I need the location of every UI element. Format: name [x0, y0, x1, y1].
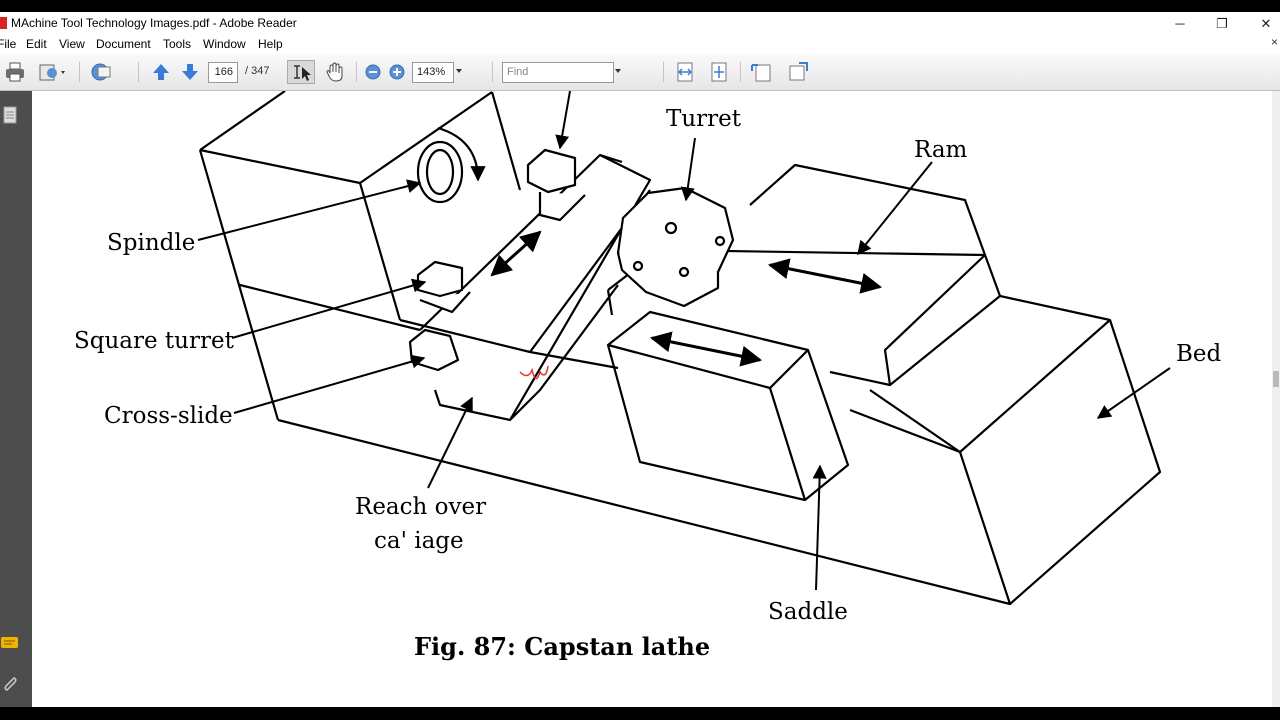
page-total: / 347 [245, 65, 270, 77]
next-page-icon[interactable] [180, 61, 200, 83]
bed-outline [277, 294, 1162, 606]
tool-post-lower [408, 328, 460, 372]
menu-file[interactable]: File [0, 37, 17, 51]
vertical-scrollbar[interactable] [1272, 91, 1280, 707]
menu-edit[interactable]: Edit [26, 37, 47, 51]
find-dropdown-icon[interactable] [614, 67, 622, 89]
menu-tools[interactable]: Tools [163, 37, 192, 51]
menu-bar: File Edit View Document Tools Window Hel… [0, 35, 1280, 54]
label-bed: Bed [1176, 341, 1222, 367]
scrollbar-thumb[interactable] [1273, 371, 1279, 387]
figure-caption: Fig. 87: Capstan lathe [414, 632, 710, 661]
toolbar: 166 / 347 143% Find [0, 54, 1280, 91]
label-square-turret: Square turret [74, 328, 235, 354]
save-icon[interactable] [37, 61, 67, 83]
status-strip [0, 707, 1280, 720]
full-screen-icon[interactable] [785, 61, 809, 83]
saddle-outline [606, 310, 850, 502]
carriage-outline [399, 91, 651, 370]
comments-panel-icon[interactable] [0, 634, 20, 652]
select-text-icon [294, 65, 311, 81]
fit-page-icon[interactable] [708, 61, 730, 83]
label-reach-over: Reach over [355, 494, 486, 520]
zoom-out-icon[interactable] [363, 61, 383, 83]
cross-slide-leader [233, 354, 426, 414]
print-icon[interactable] [4, 61, 26, 83]
saddle-leader [812, 464, 827, 591]
ram-motion-arrow [767, 258, 883, 294]
menu-view[interactable]: View [59, 37, 85, 51]
pdf-app-icon [0, 17, 7, 29]
headstock-outline [198, 91, 493, 421]
close-window-button[interactable]: ✕ [1260, 16, 1272, 31]
select-text-tool[interactable] [287, 60, 315, 84]
label-spindle: Spindle [107, 230, 195, 256]
navigation-pane [0, 91, 32, 707]
capstan-lathe-figure: Turret Ram Spindle Square turret Cross-s… [74, 91, 1222, 661]
window-title: MAchine Tool Technology Images.pdf - Ado… [11, 16, 297, 30]
tool-post-upper [416, 260, 471, 314]
pages-panel-icon[interactable] [2, 105, 18, 125]
square-turret-post [526, 148, 586, 222]
label-carriage: ca' iage [374, 528, 464, 554]
menu-document[interactable]: Document [96, 37, 151, 51]
cross-slide-motion-arrow [490, 230, 542, 277]
turret-leader [680, 137, 696, 202]
zoom-in-icon[interactable] [387, 61, 407, 83]
label-saddle: Saddle [768, 599, 848, 625]
menu-help[interactable]: Help [258, 37, 283, 51]
minimize-button[interactable]: ─ [1175, 16, 1185, 31]
title-bar: MAchine Tool Technology Images.pdf - Ado… [0, 12, 1280, 35]
red-ink-annotation [519, 365, 549, 380]
hand-tool-icon[interactable] [324, 61, 346, 83]
close-document-icon[interactable]: × [1270, 35, 1278, 49]
fit-width-icon[interactable] [674, 61, 696, 83]
share-icon[interactable] [88, 61, 114, 83]
square-turret-leader [231, 278, 427, 339]
bed-leader [1096, 367, 1171, 419]
zoom-level-input[interactable]: 143% [412, 62, 454, 83]
restore-button[interactable]: ❐ [1216, 16, 1228, 31]
attachments-panel-icon[interactable] [0, 674, 20, 694]
label-turret: Turret [666, 106, 742, 132]
saddle-motion-arrow [649, 331, 763, 367]
read-mode-icon[interactable] [750, 61, 774, 83]
label-ram: Ram [914, 137, 968, 163]
zoom-dropdown-icon[interactable] [455, 67, 463, 89]
ram-leader [857, 161, 933, 256]
ram-outline [606, 163, 1002, 453]
page-number-input[interactable]: 166 [208, 62, 238, 83]
reach-over-leader [427, 396, 473, 489]
menu-window[interactable]: Window [203, 37, 246, 51]
previous-page-icon[interactable] [151, 61, 171, 83]
label-cross-slide: Cross-slide [104, 403, 233, 429]
document-page: Turret Ram Spindle Square turret Cross-s… [32, 91, 1272, 707]
find-input[interactable]: Find [502, 62, 614, 83]
spindle-leader [197, 179, 422, 241]
